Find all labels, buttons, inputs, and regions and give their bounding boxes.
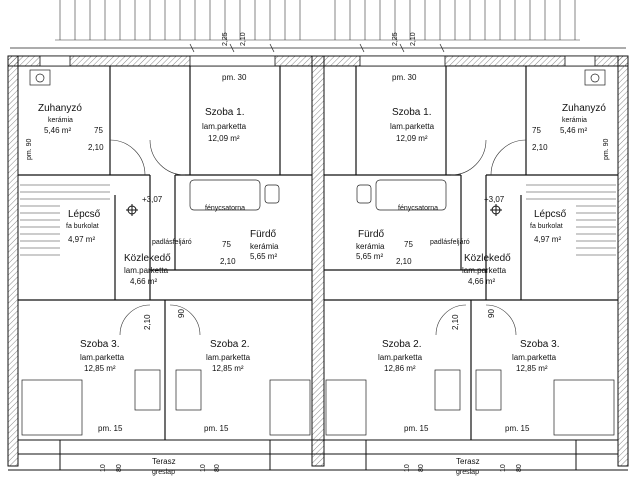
lepcso-right-name: Lépcső [534,209,567,220]
windows-top [39,55,596,67]
pm15-1: pm. 15 [98,424,123,433]
dim-80-b1: 80 [116,464,123,472]
furdo-right-floor: kerámia [356,242,385,251]
dim-top-1: 2,25 [222,32,229,46]
kozlekedo-right-area: 4,66 m² [468,277,496,286]
stairs-right [526,184,616,256]
dim-210-lower-2: 2,10 [451,314,460,330]
terasz-left-name: Terasz [152,457,176,466]
dim-75-left-top: 75 [94,126,103,135]
furdo-left-floor: kerámia [250,242,279,251]
zuhanyzo-left-floor: kerámia [48,117,73,124]
dimension-line-top [10,43,626,53]
dim-10-b1: 10 [100,464,107,472]
dim-75-right-top: 75 [532,126,541,135]
szoba2-left-area: 12,85 m² [212,364,244,373]
dim-10-b4: 10 [500,464,507,472]
pm90-right: pm. 90 [603,138,610,160]
lepcso-left-area: 4,97 m² [68,235,96,244]
dim-75-left-mid: 75 [222,240,231,249]
dim-90-lower-2: 90 [487,309,496,318]
dim-210-right-mid: 2,10 [396,257,412,266]
szoba2-right-name: Szoba 2. [382,339,422,350]
furdo-right-area: 5,65 m² [356,252,384,261]
zuhanyzo-right-name: Zuhanyzó [562,103,606,114]
kozlekedo-right-floor: lam.parketta [462,266,507,275]
terasz-left-floor: greslap [152,469,175,476]
fixtures [21,69,615,436]
lepcso-right-area: 4,97 m² [534,235,562,244]
kozlekedo-right-name: Közlekedő [464,253,511,264]
furdo-left-name: Fürdő [250,229,277,240]
dim-10-b2: 10 [200,464,207,472]
szoba3-right-area: 12,85 m² [516,364,548,373]
furdo-right-name: Fürdő [358,229,385,240]
szoba3-left-floor: lam.parketta [80,353,125,362]
pm15-4: pm. 15 [505,424,530,433]
szoba1-right-floor: lam.parketta [390,122,435,131]
zuhanyzo-right-floor: kerámia [562,117,587,124]
szoba1-right-area: 12,09 m² [396,134,428,143]
szoba1-left-area: 12,09 m² [208,134,240,143]
zuhanyzo-left-area: 5,46 m² [44,126,72,135]
pm15-3: pm. 15 [404,424,429,433]
padlas-left: padlásfeljáró [152,239,192,246]
dim-210-left-mid: 2,10 [220,257,236,266]
dim-top-2: 2,10 [240,32,247,46]
szoba3-right-name: Szoba 3. [520,339,560,350]
terasz-right-name: Terasz [456,457,480,466]
szoba2-right-area: 12,86 m² [384,364,416,373]
szoba1-left-name: Szoba 1. [205,107,245,118]
dim-90-lower-1: 90 [177,309,186,318]
lepcso-left-name: Lépcső [68,209,101,220]
kozlekedo-left-name: Közlekedő [124,253,171,264]
terrace-wall [8,439,628,471]
szoba3-left-area: 12,85 m² [84,364,116,373]
kozlekedo-left-area: 4,66 m² [130,277,158,286]
level-left: +3,07 [142,195,163,204]
dim-210-left-top: 2,10 [88,143,104,152]
szoba2-right-floor: lam.parketta [378,353,423,362]
dim-top-3: 2,25 [392,32,399,46]
stairs-left [20,184,110,256]
dim-80-b3: 80 [418,464,425,472]
pm30-left: pm. 30 [222,73,247,82]
dim-10-b3: 10 [404,464,411,472]
szoba1-left-floor: lam.parketta [202,122,247,131]
outer-walls [7,55,629,467]
dim-210-lower-1: 2,10 [143,314,152,330]
lepcso-left-floor: fa burkolat [66,223,99,230]
szoba3-left-name: Szoba 3. [80,339,120,350]
furdo-left-area: 5,65 m² [250,252,278,261]
szoba2-left-floor: lam.parketta [206,353,251,362]
roof-lines [55,0,580,41]
dim-80-b2: 80 [214,464,221,472]
terasz-right-floor: greslap [456,469,479,476]
lepcso-right-floor: fa burkolat [530,223,563,230]
level-markers [126,204,502,216]
dim-210-right-top: 2,10 [532,143,548,152]
szoba2-left-name: Szoba 2. [210,339,250,350]
level-right: +3,07 [484,195,505,204]
door-swings [109,139,527,336]
dim-80-b4: 80 [516,464,523,472]
pm90-left: pm. 90 [26,138,33,160]
fenyesatorna-left: fénycsatorna [205,205,246,212]
szoba3-right-floor: lam.parketta [512,353,557,362]
kozlekedo-left-floor: lam.parketta [124,266,169,275]
interior-walls [18,66,618,440]
pm15-2: pm. 15 [204,424,229,433]
dim-75-right-mid: 75 [404,240,413,249]
szoba1-right-name: Szoba 1. [392,107,432,118]
padlas-right: padlásfeljáró [430,239,470,246]
dim-top-4: 2,10 [410,32,417,46]
fenyesatorna-right: fénycsatorna [398,205,439,212]
pm30-right: pm. 30 [392,73,417,82]
zuhanyzo-right-area: 5,46 m² [560,126,588,135]
zuhanyzo-left-name: Zuhanyzó [38,103,82,114]
